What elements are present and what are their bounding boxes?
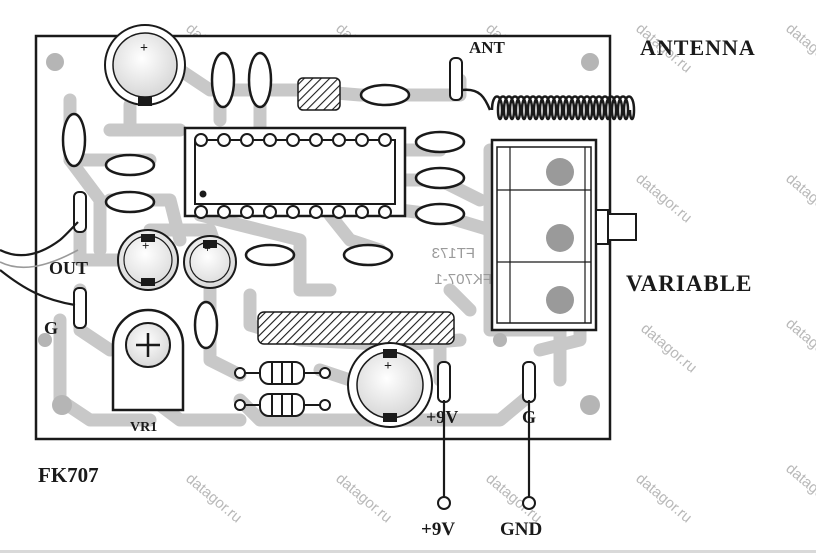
watermark: datagor.ru bbox=[782, 20, 816, 76]
watermark: datagor.ru bbox=[782, 315, 816, 371]
terminal-pins bbox=[73, 57, 536, 403]
g-left-label: G bbox=[44, 318, 58, 338]
watermark: datagor.ru bbox=[332, 470, 395, 526]
model-label: FK707 bbox=[38, 463, 99, 487]
ic-chip bbox=[183, 126, 407, 219]
out-label: OUT bbox=[49, 258, 88, 278]
vr1-label: VR1 bbox=[130, 420, 157, 435]
plus9v-terminal-ring bbox=[437, 496, 451, 510]
plus9v-bottom-label: +9V bbox=[421, 519, 455, 540]
trimmer-vr1 bbox=[111, 308, 185, 412]
chip-marking-line2: FK707-1 bbox=[434, 271, 492, 288]
gnd-label: GND bbox=[500, 519, 542, 540]
inductor-coil-bottom bbox=[257, 311, 455, 345]
resistors bbox=[234, 361, 331, 417]
plus9v-board-label: +9V bbox=[426, 407, 458, 427]
inductor-coil-top bbox=[297, 77, 341, 111]
watermark: datagor.ru bbox=[782, 170, 816, 226]
chip-marking-line1: FT173 bbox=[432, 245, 475, 262]
watermark: datagor.ru bbox=[182, 470, 245, 526]
watermark: datagor.ru bbox=[632, 170, 695, 226]
svg-text:+: + bbox=[142, 238, 149, 253]
watermark: datagor.ru bbox=[632, 470, 695, 526]
ceramic-capacitors bbox=[61, 51, 466, 350]
electrolytic-capacitor-mid-left: + bbox=[117, 229, 179, 291]
variable-label: VARIABLE bbox=[626, 271, 752, 296]
watermark: datagor.ru bbox=[637, 320, 700, 376]
electrolytic-capacitor-mid: + bbox=[183, 235, 237, 289]
svg-text:+: + bbox=[384, 359, 392, 374]
watermark: datagor.ru bbox=[782, 460, 816, 516]
mounting-holes bbox=[38, 53, 600, 415]
gnd-terminal-ring bbox=[522, 496, 536, 510]
external-wires bbox=[0, 221, 531, 497]
electrolytic-capacitor-bottom: + bbox=[347, 342, 433, 428]
svg-text:+: + bbox=[140, 41, 148, 56]
g-board-label: G bbox=[522, 407, 536, 427]
electrolytic-capacitor-top: + bbox=[104, 24, 186, 106]
ant-label: ANT bbox=[469, 38, 506, 57]
antenna-label: ANTENNA bbox=[640, 35, 756, 60]
antenna-coil bbox=[461, 88, 636, 121]
chip-marking: FT173 FK707-1 bbox=[432, 245, 492, 288]
bottom-rule bbox=[0, 550, 816, 553]
variable-capacitor bbox=[490, 138, 637, 332]
